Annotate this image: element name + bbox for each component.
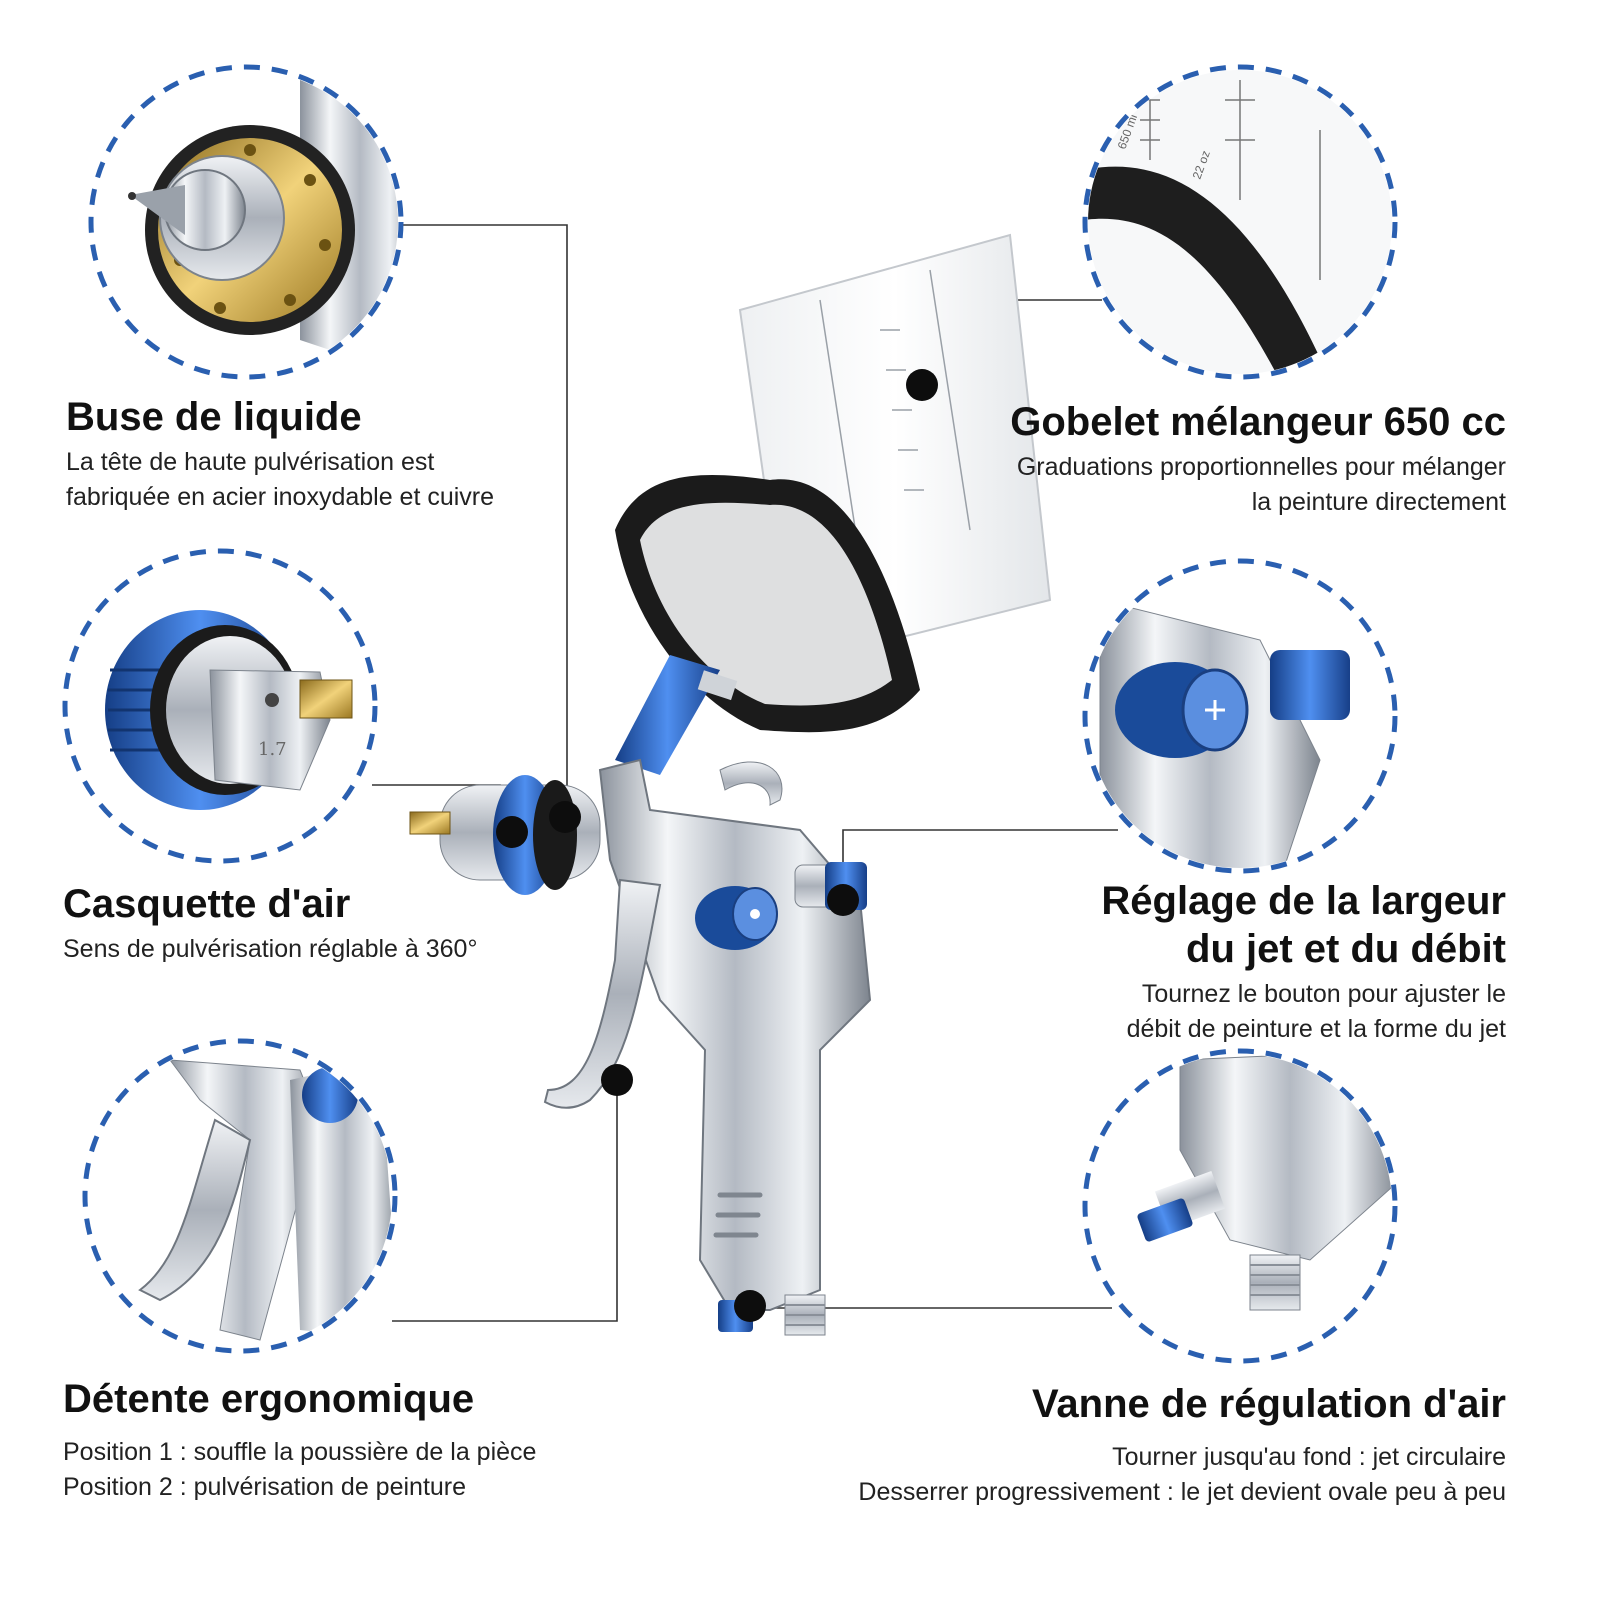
feature-gobelet: Gobelet mélangeur 650 cc Graduations pro… [866,398,1506,520]
callout-dots [496,369,938,1322]
feature-detente: Détente ergonomique Position 1 : souffle… [63,1375,683,1505]
feature-casquette: Casquette d'air Sens de pulvérisation ré… [63,880,583,967]
detail-circle-gobelet: 650 ml 22 oz [1082,64,1398,380]
gun-body [598,758,872,1311]
feature-vanne: Vanne de régulation d'air Tourner jusqu'… [686,1380,1506,1510]
dot-casquette [496,816,528,848]
feature-buse: Buse de liquide La tête de haute pulvéri… [66,393,586,515]
feature-desc: Position 1 : souffle la poussière de la … [63,1438,537,1501]
detail-circle-casquette: 1.7 [62,548,378,864]
feature-title: Vanne de régulation d'air [1031,1382,1506,1426]
dot-buse [549,801,581,833]
trigger [543,878,662,1109]
feature-reglage: Réglage de la largeur du jet et du débit… [946,877,1506,1047]
detail-circle-reglage [1082,558,1398,874]
feature-desc: Sens de pulvérisation réglable à 360° [63,935,478,963]
dot-vanne [734,1290,766,1322]
feature-title: Casquette d'air [63,882,351,926]
feature-title: Détente ergonomique [63,1377,475,1421]
mixing-cup [615,233,1052,775]
dot-detente [601,1064,633,1096]
detail-circle-detente [82,1038,398,1354]
dot-reglage [827,884,859,916]
nozzle-size-label: 1.7 [258,739,287,760]
connector-buse [400,224,568,815]
connector-detente [392,1080,618,1322]
fluid-knob [695,886,778,950]
feature-title: Buse de liquide [66,395,362,439]
feature-desc: Tournez le bouton pour ajuster le débit … [1126,980,1506,1043]
feature-desc: Graduations proportionnelles pour mélang… [1016,453,1506,516]
air-inlet [718,1294,826,1336]
feature-title: Réglage de la largeur du jet et du débit [1101,879,1506,971]
detail-circle-buse [88,64,404,380]
feature-title: Gobelet mélangeur 650 cc [1010,400,1506,444]
connector-lines [372,224,1118,1322]
detail-circle-vanne [1082,1048,1398,1364]
feature-desc: La tête de haute pulvérisation est fabri… [66,448,495,511]
feature-desc: Tourner jusqu'au fond : jet circulaire D… [858,1443,1506,1506]
dot-gobelet [906,369,938,401]
spray-gun [409,233,1052,1336]
